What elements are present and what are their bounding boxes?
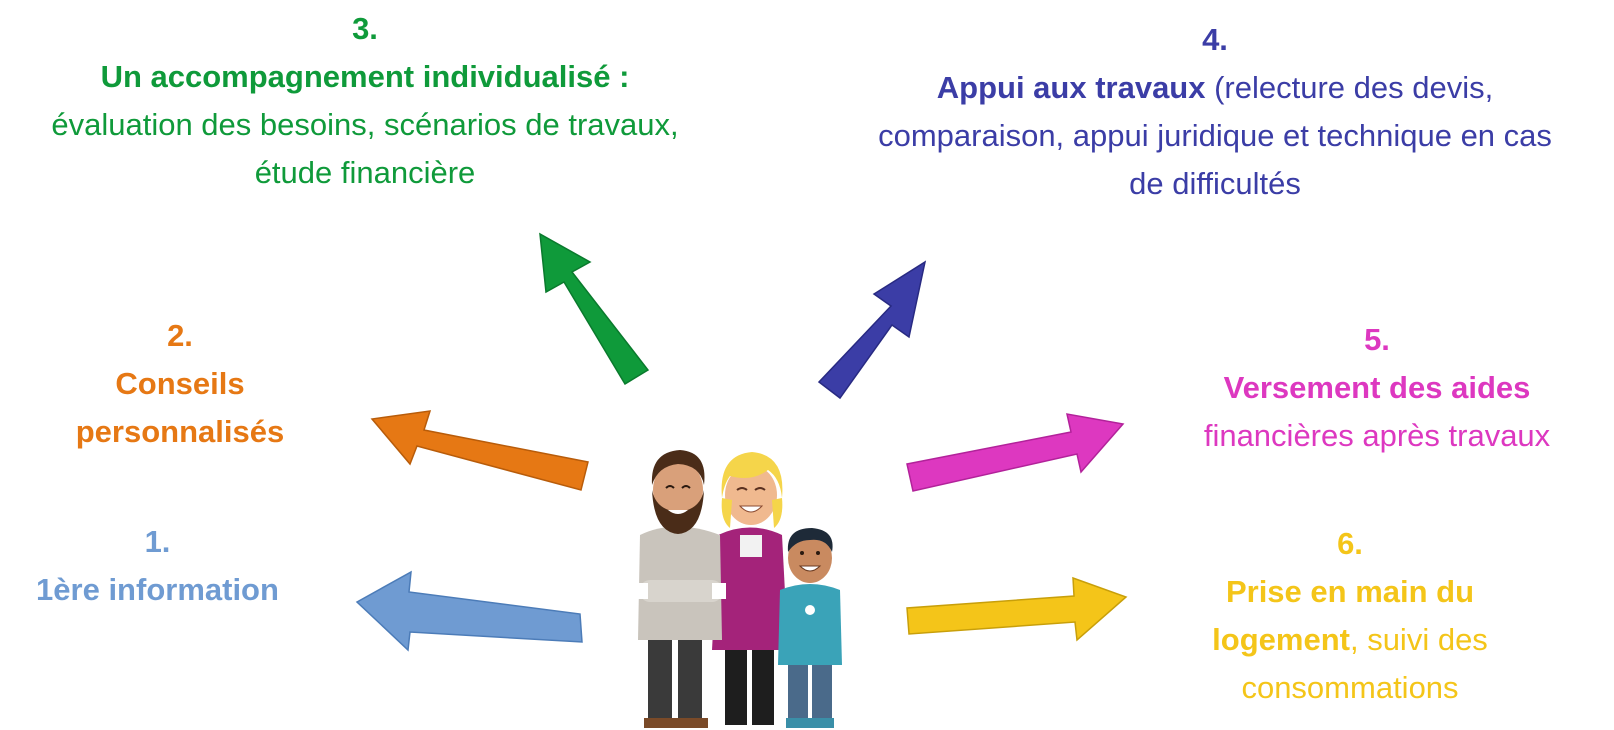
step-3: 3. Un accompagnement individualisé : éva… [20,5,710,197]
step-6-number: 6. [1337,526,1363,561]
step-2: 2. Conseils personnalisés [20,312,340,456]
step-1-title: 1ère information [36,572,279,607]
arrow-step5 [906,413,1125,492]
step-3-title: Un accompagnement individualisé : [100,59,630,94]
step-5: 5. Versement des aides financières après… [1140,316,1614,460]
man-figure [634,450,726,728]
boy-figure [778,528,842,728]
step-4: 4. Appui aux travaux (relecture des devi… [870,16,1560,208]
step-6: 6. Prise en main du logement, suivi des … [1160,520,1540,712]
arrow-step3 [539,232,650,386]
step-1: 1. 1ère information [0,518,315,614]
step-3-number: 3. [352,11,378,46]
step-1-number: 1. [144,524,171,559]
step-3-description: évaluation des besoins, scénarios de tra… [51,107,679,190]
step-4-description: (relecture des devis, comparaison, appui… [878,70,1552,201]
arrow-step2 [370,410,589,491]
step-4-number: 4. [1202,22,1228,57]
woman-figure [712,452,788,725]
family-illustration [634,450,842,728]
step-4-title: Appui aux travaux [936,70,1206,105]
step-2-title: Conseils personnalisés [75,366,285,449]
step-6-description: , suivi des consommations [1241,622,1488,705]
step-5-description: financières après travaux [1203,418,1551,453]
step-6-title: Prise en main du logement [1212,574,1475,657]
step-2-number: 2. [167,318,193,353]
arrow-step4 [817,260,927,400]
step-5-title: Versement des aides [1223,370,1531,405]
step-5-number: 5. [1364,322,1390,357]
arrow-step1 [355,570,583,652]
arrow-step6 [906,576,1128,642]
